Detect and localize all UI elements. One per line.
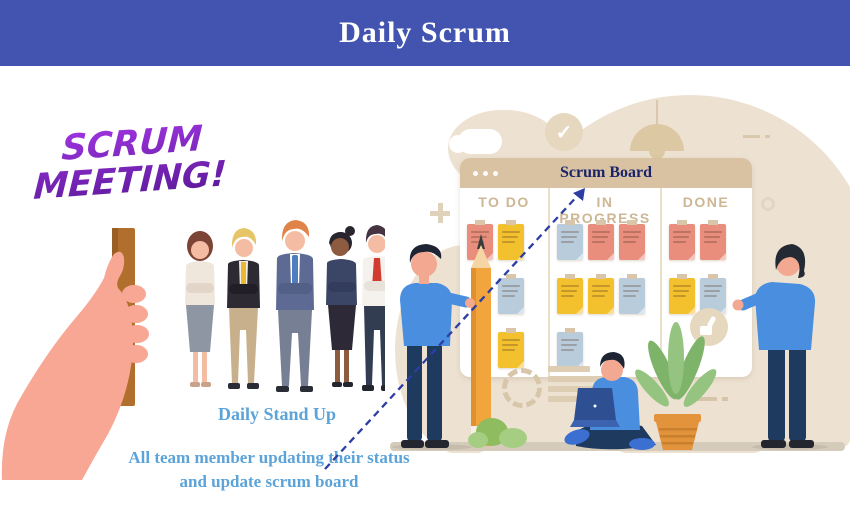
- scrum-meeting-headline: SCRUM MEETING!: [20, 118, 241, 208]
- scene-people-illustration: [392, 234, 828, 450]
- lamp-icon: [656, 100, 658, 125]
- blue-sticky-note: [619, 274, 645, 314]
- cloud-icon: [449, 135, 467, 153]
- window-dots-icon: [473, 170, 498, 176]
- plant: [635, 322, 717, 450]
- sitting-person-laptop: [564, 352, 656, 450]
- hand: [1, 251, 134, 480]
- standing-person-left: [400, 244, 475, 448]
- salmon-sticky-note: [700, 220, 726, 260]
- pencil: [471, 234, 491, 446]
- yellow-sticky-note: [669, 274, 695, 314]
- lamp-icon: [649, 151, 665, 159]
- person-woman-navy-blazer: [326, 226, 357, 387]
- header-bar: Daily Scrum: [0, 0, 850, 66]
- description-text: All team member updating their status an…: [88, 446, 450, 494]
- window-titlebar: Scrum Board: [460, 158, 752, 188]
- scrum-board-scene: ✓ Scrum Board TO DO IN PROGRESS: [385, 85, 850, 453]
- dash-decoration: [743, 135, 760, 138]
- check-icon: ✓: [545, 113, 583, 151]
- standing-person-right: [732, 244, 816, 448]
- hand-stick-illustration: [1, 228, 149, 480]
- daily-standup-caption: Daily Stand Up: [217, 404, 337, 424]
- column-label: DONE: [682, 194, 730, 210]
- finger: [122, 285, 146, 303]
- person-man-center-suit: [276, 220, 314, 392]
- circle-icon: [761, 197, 775, 211]
- page-title: Daily Scrum: [339, 16, 511, 49]
- person-woman-gray-skirt: [185, 231, 215, 387]
- board-title: Scrum Board: [560, 164, 652, 181]
- salmon-sticky-note: [669, 220, 695, 260]
- description-line2: and update scrum board: [179, 472, 359, 491]
- salmon-sticky-note: [619, 220, 645, 260]
- finger: [125, 325, 149, 343]
- finger: [124, 305, 148, 323]
- thumbs-up-icon: [690, 308, 728, 346]
- yellow-sticky-note: [588, 274, 614, 314]
- dash-decoration: [695, 397, 717, 401]
- person-man-red-tie: [362, 225, 385, 391]
- dash-decoration: [765, 135, 770, 138]
- salmon-sticky-note: [588, 220, 614, 260]
- person-man-yellow-tie: [227, 228, 260, 389]
- team-illustration: [185, 220, 385, 392]
- finger: [124, 345, 148, 363]
- dash-decoration: [722, 397, 728, 401]
